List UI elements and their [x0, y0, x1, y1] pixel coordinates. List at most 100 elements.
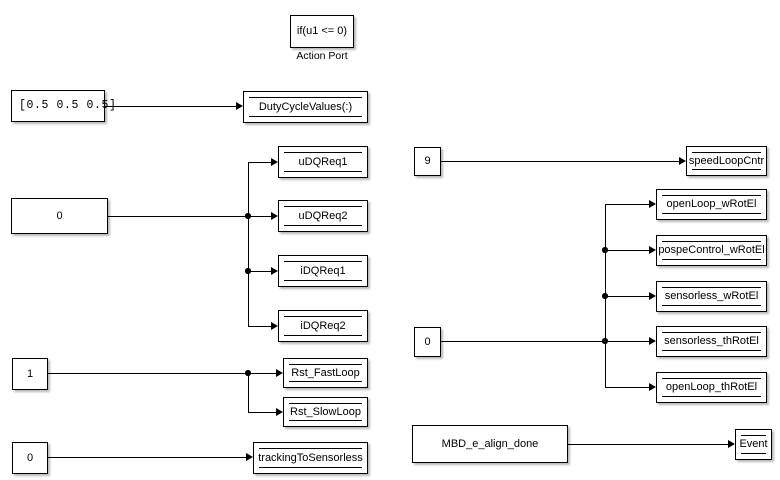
- block-constant-one-rst[interactable]: 1: [12, 358, 48, 390]
- goto-rule-top: [741, 435, 766, 436]
- junction-dot-sensorless-throtel: [602, 338, 608, 344]
- wire-branch-idqreq2: [248, 326, 271, 327]
- goto-rule-top: [289, 364, 362, 365]
- action-port-label: if(u1 <= 0): [296, 25, 348, 38]
- goto-block-speedloopcntr[interactable]: speedLoopCntr: [686, 146, 767, 176]
- goto-rule-top: [249, 97, 362, 98]
- goto-rule-top: [662, 195, 761, 196]
- goto-block-openloop-throtel[interactable]: openLoop_thRotEl: [656, 372, 767, 403]
- constant-zero-tracking-value: 0: [26, 451, 34, 464]
- goto-rule-bottom: [662, 396, 761, 397]
- goto-block-idqreq2[interactable]: iDQReq2: [278, 310, 368, 342]
- block-constant-nine-speed[interactable]: 9: [414, 147, 441, 176]
- arrow-trackingtosensorless: [246, 452, 253, 461]
- goto-block-event[interactable]: Event: [735, 429, 772, 460]
- goto-block-idqreq1[interactable]: iDQReq1: [278, 255, 368, 287]
- wire-mbd-to-event: [568, 444, 728, 445]
- constant-nine-value: 9: [424, 155, 431, 168]
- block-constant-mbd-align-done[interactable]: MBD_e_align_done: [412, 425, 568, 463]
- goto-block-rst-fastloop[interactable]: Rst_FastLoop: [283, 358, 368, 388]
- goto-rule-bottom: [289, 420, 362, 421]
- goto-rule-top: [662, 287, 761, 288]
- block-constant-zero-rot[interactable]: 0: [414, 327, 441, 357]
- arrow-dutycyclevalues: [236, 101, 243, 110]
- goto-block-openloop-wrotel[interactable]: openLoop_wRotEl: [656, 189, 767, 220]
- wire-branch-sensorless-throtel: [605, 341, 649, 342]
- goto-rule-top: [289, 403, 362, 404]
- junction-dot-idqreq1: [245, 268, 251, 274]
- goto-rule-bottom: [662, 259, 761, 260]
- goto-label-pospecontrol-wrotel: pospeControl_wRotEl: [658, 244, 765, 257]
- goto-rule-bottom: [692, 169, 761, 170]
- arrow-openloop-wrotel: [649, 199, 656, 208]
- wire-branch-openloop-throtel: [605, 387, 649, 388]
- constant-zero-dq-value: 0: [56, 209, 63, 222]
- goto-label-sensorless-wrotel: sensorless_wRotEl: [664, 290, 759, 303]
- goto-label-rst-fastloop: Rst_FastLoop: [291, 366, 360, 379]
- goto-block-trackingtosensorless[interactable]: trackingToSensorless: [253, 442, 368, 474]
- arrow-idqreq1: [271, 266, 278, 275]
- block-constant-zero-tracking[interactable]: 0: [12, 442, 48, 474]
- wire-branch-udqreq1: [248, 162, 271, 163]
- goto-block-udqreq1[interactable]: uDQReq1: [278, 146, 368, 178]
- goto-rule-top: [662, 241, 761, 242]
- goto-block-sensorless-wrotel[interactable]: sensorless_wRotEl: [656, 281, 767, 312]
- goto-label-sensorless-throtel: sensorless_thRotEl: [664, 335, 759, 348]
- wire-one-trunk: [48, 373, 276, 374]
- arrow-speedloopcntr: [679, 156, 686, 165]
- wire-branch-openloop-wrotel: [605, 204, 649, 205]
- wire-branch-udqreq2: [248, 216, 271, 217]
- block-constant-duty-cycle[interactable]: [0.5 0.5 0.5]: [11, 90, 116, 122]
- wire-branch-rst-slowloop: [248, 412, 276, 413]
- goto-label-openloop-wrotel: openLoop_wRotEl: [666, 198, 757, 211]
- goto-rule-bottom: [662, 213, 761, 214]
- constant-one-value: 1: [26, 367, 34, 380]
- goto-label-openloop-throtel: openLoop_thRotEl: [665, 381, 758, 394]
- arrow-openloop-throtel: [649, 382, 656, 391]
- goto-label-udqreq1: uDQReq1: [298, 155, 348, 168]
- arrow-idqreq2: [271, 321, 278, 330]
- junction-dot-pospecontrol: [602, 247, 608, 253]
- goto-label-rst-slowloop: Rst_SlowLoop: [290, 405, 361, 418]
- goto-rule-bottom: [662, 305, 761, 306]
- arrow-rst-fastloop: [276, 368, 283, 377]
- goto-label-trackingtosensorless: trackingToSensorless: [258, 451, 363, 464]
- wire-duty-to-goto: [105, 106, 236, 107]
- wire-branch-sensorless-wrotel: [605, 296, 649, 297]
- goto-rule-bottom: [249, 116, 362, 117]
- goto-block-sensorless-throtel[interactable]: sensorless_thRotEl: [656, 326, 767, 357]
- goto-label-idqreq2: iDQReq2: [300, 319, 346, 332]
- arrow-sensorless-throtel: [649, 336, 656, 345]
- goto-rule-top: [692, 152, 761, 153]
- goto-rule-top: [662, 378, 761, 379]
- constant-duty-value: [0.5 0.5 0.5]: [19, 98, 117, 112]
- wire-bus-dq: [248, 162, 249, 327]
- goto-rule-bottom: [284, 171, 362, 172]
- goto-label-udqreq2: uDQReq2: [298, 209, 348, 222]
- wire-bus-rst: [248, 373, 249, 412]
- goto-rule-top: [259, 448, 362, 449]
- goto-rule-bottom: [284, 335, 362, 336]
- junction-dot-rst: [245, 370, 251, 376]
- wire-branch-pospecontrol-wrotel: [605, 250, 649, 251]
- block-action-port[interactable]: if(u1 <= 0): [290, 15, 354, 48]
- goto-rule-bottom: [662, 350, 761, 351]
- goto-label-event: Event: [739, 438, 768, 451]
- goto-rule-bottom: [284, 280, 362, 281]
- wire-speedloopcntr: [441, 161, 679, 162]
- junction-dot-udqreq2: [245, 213, 251, 219]
- action-port-sublabel: Action Port: [296, 50, 348, 62]
- goto-rule-top: [284, 152, 362, 153]
- arrow-event: [728, 439, 735, 448]
- goto-rule-bottom: [284, 225, 362, 226]
- goto-rule-top: [662, 332, 761, 333]
- block-constant-zero-dq[interactable]: 0: [11, 198, 108, 234]
- goto-block-dutycyclevalues[interactable]: DutyCycleValues(:): [243, 91, 368, 123]
- arrow-udqreq1: [271, 157, 278, 166]
- wire-zero-rot-trunk: [441, 341, 649, 342]
- goto-block-pospecontrol-wrotel[interactable]: pospeControl_wRotEl: [656, 235, 767, 266]
- goto-block-udqreq2[interactable]: uDQReq2: [278, 200, 368, 232]
- junction-dot-sensorless-wrotel: [602, 293, 608, 299]
- goto-block-rst-slowloop[interactable]: Rst_SlowLoop: [283, 397, 368, 427]
